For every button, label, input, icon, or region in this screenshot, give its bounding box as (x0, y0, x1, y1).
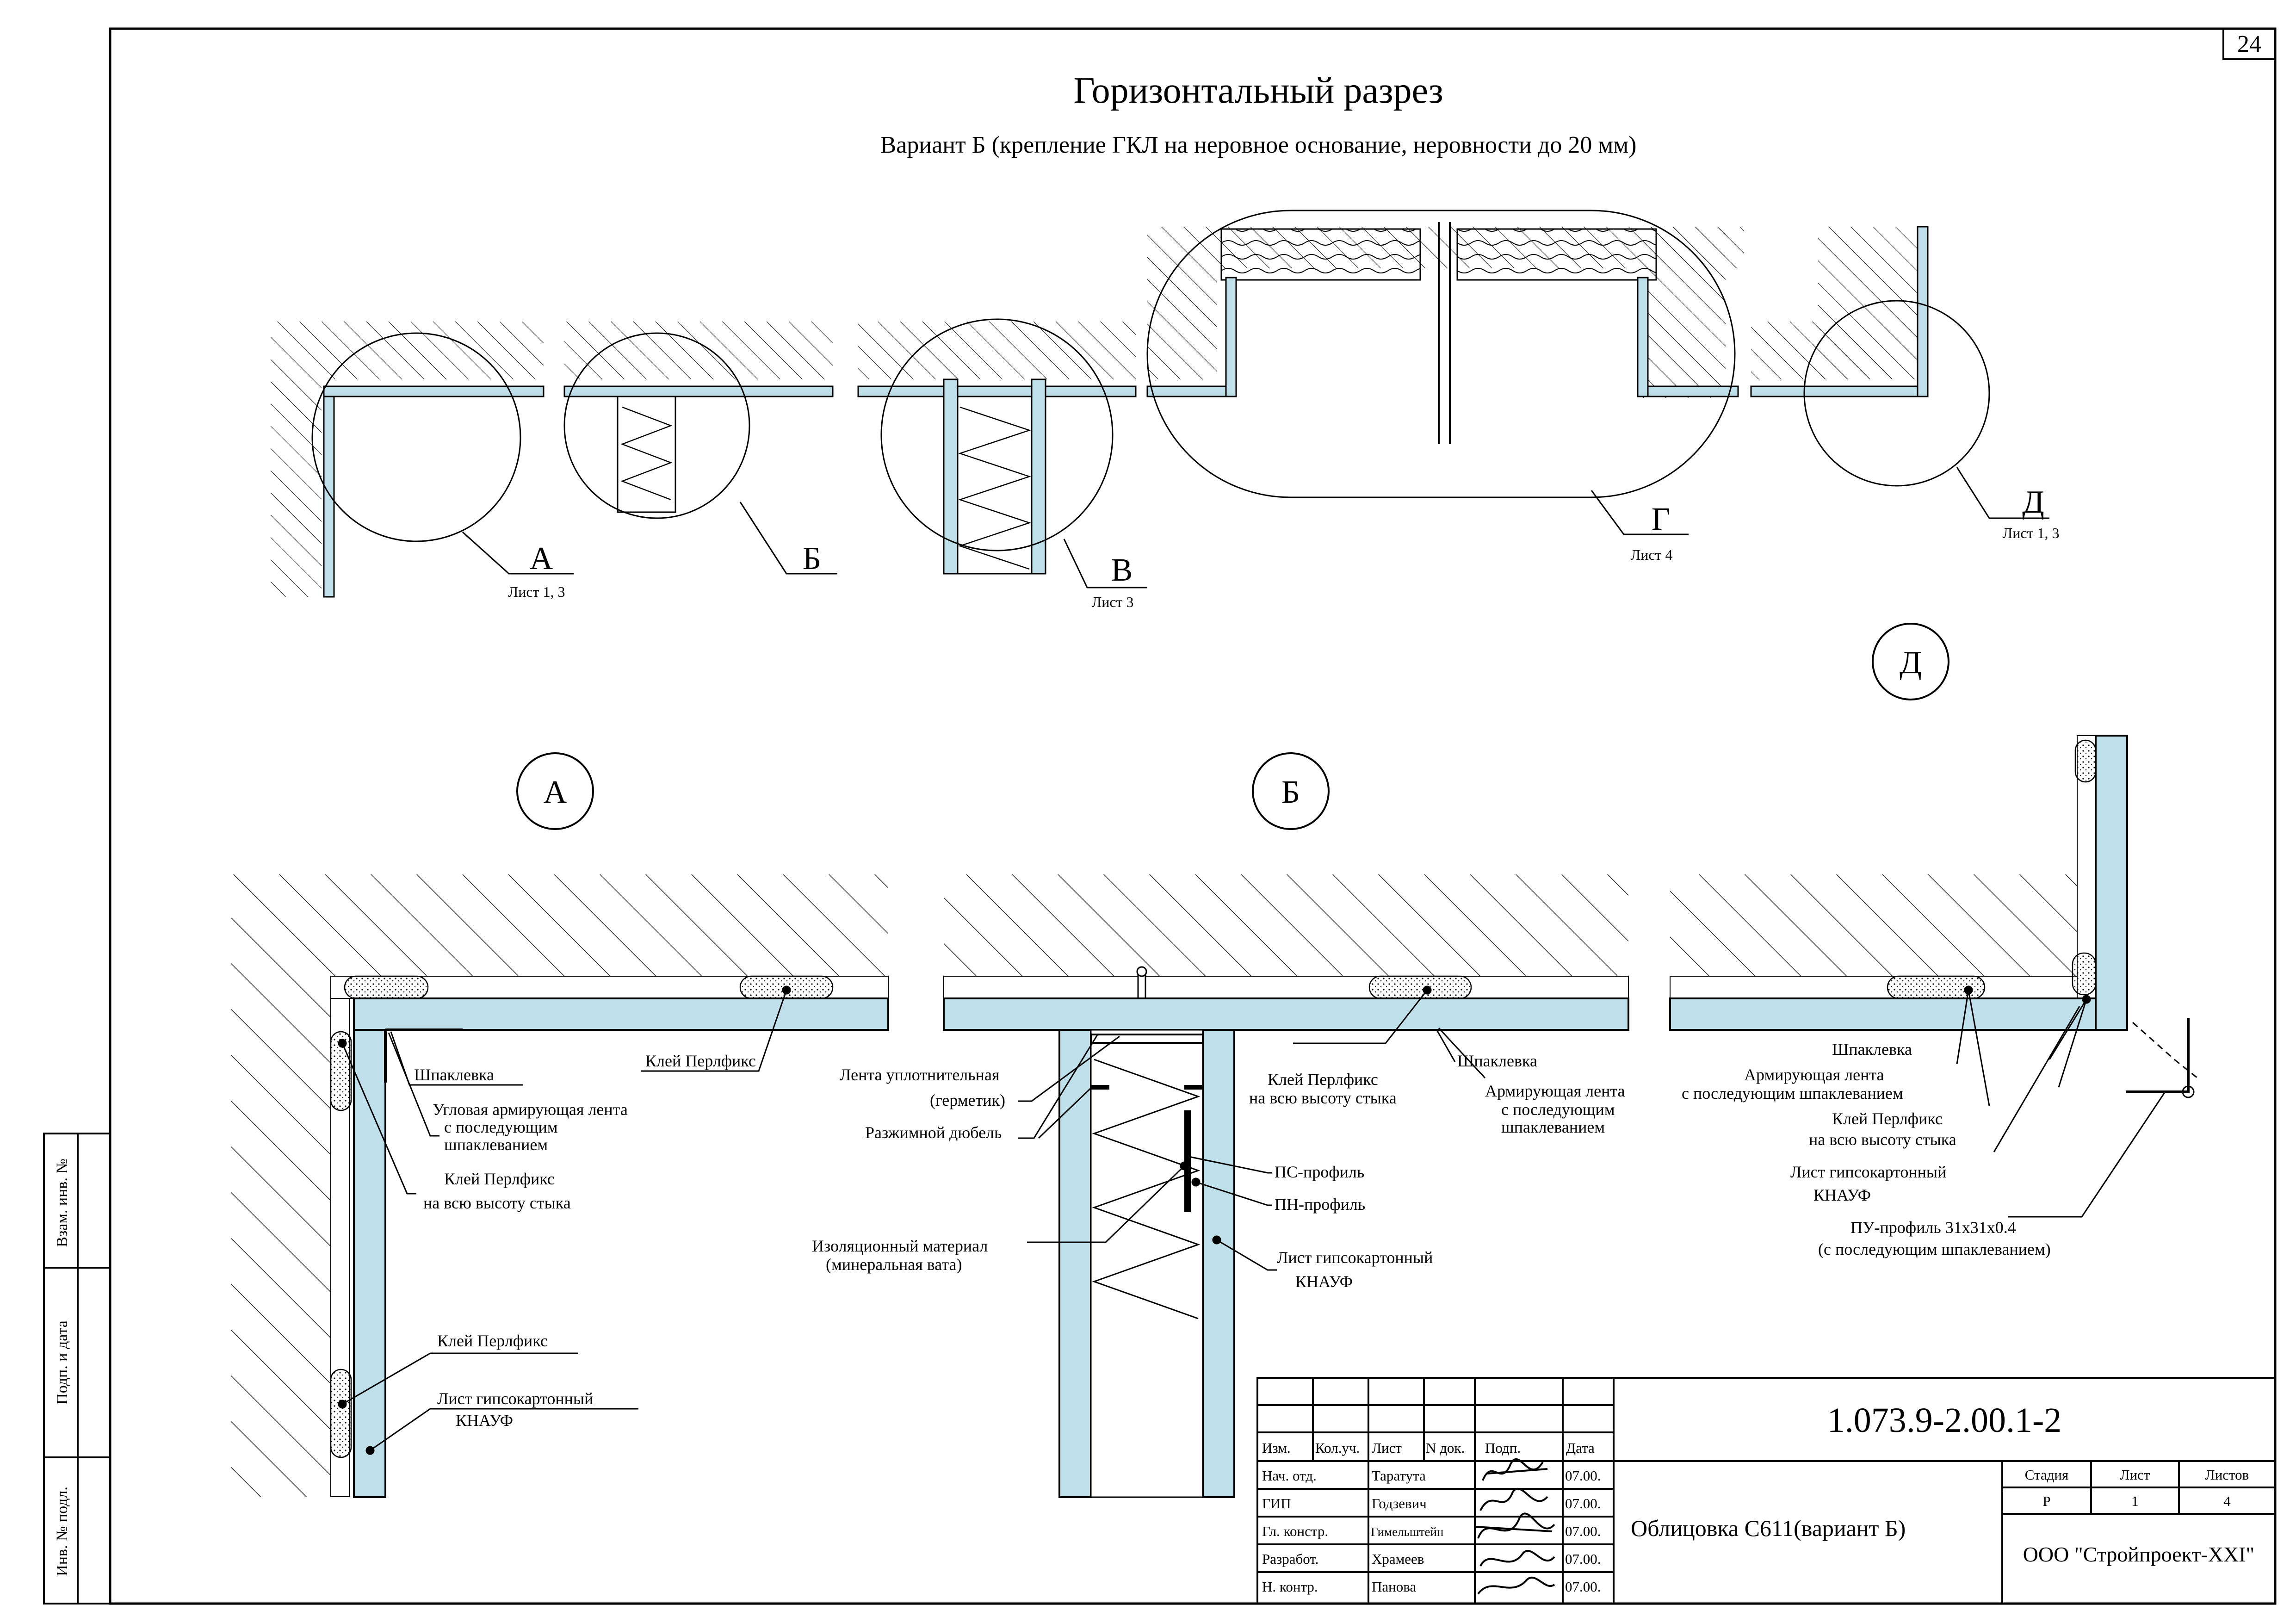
tb-name-2: Гимельштейн (1371, 1525, 1443, 1539)
tb-header-podp: Подп. (1485, 1440, 1521, 1456)
detail-b-label-klei-2: на всю высоту стыка (1249, 1089, 1397, 1107)
tb-date-2: 07.00. (1565, 1523, 1601, 1539)
detail-d-badge (1872, 623, 1949, 700)
tb-header-kol: Кол.уч. (1315, 1440, 1360, 1456)
detail-a-drawing (231, 752, 889, 1498)
overview-plan (271, 210, 2049, 598)
detail-b-label-list-2: КНАУФ (1295, 1272, 1353, 1291)
tb-stage-value: Р (2042, 1493, 2050, 1509)
detail-d-label-list-1: Лист гипсокартонный (1790, 1163, 1946, 1181)
detail-b-label-arm-3: шпаклеванием (1501, 1118, 1605, 1136)
detail-a-label-klei-top: Клей Перлфикс (645, 1052, 756, 1070)
detail-b-label-klei-1: Клей Перлфикс (1268, 1070, 1378, 1089)
org-name: ООО "Стройпроект-XXI" (2023, 1542, 2255, 1566)
detail-b-label-arm-2: с последующим (1501, 1100, 1615, 1119)
overview-callout-b: Б (803, 541, 821, 576)
detail-d-label-arm-1: Армирующая лента (1744, 1065, 1884, 1084)
title-block (1256, 1377, 2276, 1604)
detail-a-label-klei-bottom: Клей Перлфикс (437, 1332, 548, 1350)
tb-sheets-value: 4 (2223, 1493, 2231, 1509)
page-title: Горизонтальный разрез (1073, 70, 1443, 111)
tb-role-4: Н. контр. (1262, 1579, 1318, 1595)
detail-b-label-arm-1: Армирующая лента (1485, 1082, 1625, 1100)
tb-name-1: Годзевич (1372, 1495, 1427, 1511)
overview-callout-v: В (1111, 552, 1133, 588)
detail-b-label-list-1: Лист гипсокартонный (1277, 1248, 1433, 1267)
stamp-inv: Инв. № подл. (54, 1487, 71, 1576)
stamp-vzam: Взам. инв. № (54, 1158, 71, 1247)
overview-callout-a-ref: Лист 1, 3 (508, 583, 565, 600)
tb-role-2: Гл. констр. (1262, 1523, 1328, 1539)
detail-a-badge (516, 752, 594, 830)
detail-a-label-uglovaya-2: с последующим (444, 1118, 558, 1136)
detail-d-label-arm-2: с последующим шпаклеванием (1682, 1084, 1903, 1103)
tb-header-data: Дата (1566, 1440, 1595, 1456)
detail-a-label-klei-stik-2: на всю высоту стыка (423, 1194, 571, 1212)
tb-sheet-header: Лист (2120, 1467, 2150, 1483)
detail-d-label-list-2: КНАУФ (1813, 1186, 1871, 1204)
sheet-frame (109, 27, 2277, 1605)
detail-a-letter: А (544, 774, 567, 810)
overview-callout-v-ref: Лист 3 (1091, 594, 1133, 610)
detail-a-label-klei-stik-1: Клей Перлфикс (444, 1170, 555, 1188)
detail-b-label-ps: ПС-профиль (1275, 1163, 1364, 1181)
tb-date-1: 07.00. (1565, 1495, 1601, 1511)
detail-b-label-dubel: Разжимной дюбель (865, 1123, 1002, 1142)
detail-d-drawing (1669, 623, 2198, 1218)
detail-b-label-izol-2: (минеральная вата) (826, 1255, 962, 1274)
detail-d-label-klei-2: на всю высоту стыка (1809, 1130, 1956, 1149)
tb-sheets-header: Листов (2205, 1467, 2249, 1483)
tb-sheet-value: 1 (2131, 1493, 2139, 1509)
detail-d-label-pu-1: ПУ-профиль 31х31х0.4 (1850, 1218, 2016, 1237)
detail-b-badge (1252, 752, 1330, 830)
tb-date-0: 07.00. (1565, 1468, 1601, 1484)
tb-name-3: Храмеев (1372, 1551, 1424, 1567)
tb-role-1: ГИП (1262, 1495, 1291, 1511)
page-subtitle: Вариант Б (крепление ГКЛ на неровное осн… (880, 132, 1637, 158)
overview-callout-a: А (530, 541, 553, 576)
doc-name: Облицовка С611(вариант Б) (1631, 1515, 1906, 1541)
signatures (1475, 1458, 1555, 1595)
detail-a-label-shpaklevka: Шпаклевка (414, 1065, 494, 1084)
detail-b-label-shpaklevka: Шпаклевка (1457, 1052, 1537, 1070)
detail-b-label-pn: ПН-профиль (1275, 1195, 1365, 1214)
tb-date-3: 07.00. (1565, 1551, 1601, 1567)
detail-d-label-shpaklevka: Шпаклевка (1832, 1040, 1912, 1059)
overview-callout-g: Г (1652, 502, 1670, 537)
tb-header-ndok: N док. (1426, 1440, 1465, 1456)
tb-name-4: Панова (1372, 1579, 1416, 1595)
tb-role-0: Нач. отд. (1262, 1468, 1317, 1484)
detail-b-drawing (943, 752, 1629, 1498)
sheet-number: 24 (2237, 31, 2261, 57)
detail-b-label-lenta-2: (герметик) (930, 1091, 1005, 1109)
detail-b-letter: Б (1281, 774, 1300, 810)
doc-code: 1.073.9-2.00.1-2 (1827, 1401, 2062, 1440)
tb-date-4: 07.00. (1565, 1579, 1601, 1595)
tb-stage-header: Стадия (2025, 1467, 2069, 1483)
overview-callout-g-ref: Лист 4 (1630, 546, 1672, 563)
detail-a-label-list-1: Лист гипсокартонный (437, 1389, 593, 1408)
detail-d-letter: Д (1900, 645, 1922, 681)
detail-b-label-izol-1: Изоляционный материал (812, 1237, 988, 1255)
tb-role-3: Разработ. (1262, 1551, 1318, 1567)
overview-callout-d-ref: Лист 1, 3 (2002, 525, 2059, 541)
stamp-podp: Подп. и дата (54, 1320, 71, 1405)
detail-a-label-list-2: КНАУФ (456, 1411, 513, 1430)
tb-name-0: Таратута (1372, 1468, 1426, 1484)
tb-header-izm: Изм. (1262, 1440, 1291, 1456)
tb-header-list: Лист (1372, 1440, 1402, 1456)
side-stamp (43, 1133, 111, 1604)
detail-a-label-uglovaya-3: шпаклеванием (444, 1135, 548, 1154)
overview-callout-d: Д (2022, 484, 2044, 520)
detail-b-label-lenta-1: Лента уплотнительная (840, 1065, 999, 1084)
detail-d-label-klei-1: Клей Перлфикс (1832, 1109, 1943, 1128)
detail-a-label-uglovaya-1: Угловая армирующая лента (433, 1100, 628, 1119)
detail-d-label-pu-2: (с последующим шпаклеванием) (1818, 1240, 2051, 1258)
